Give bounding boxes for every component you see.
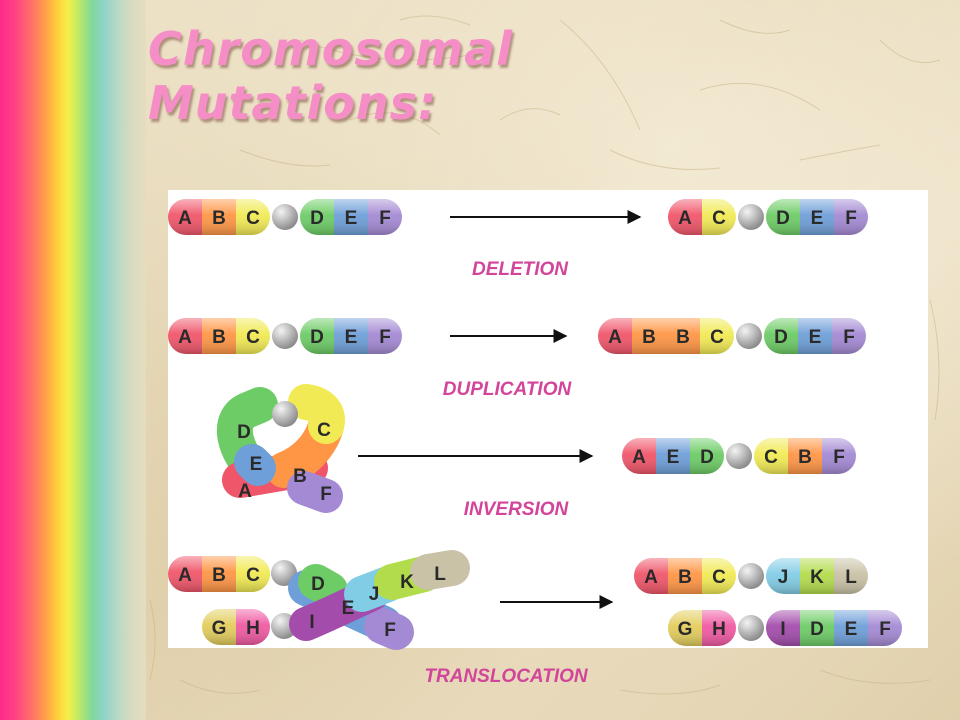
gene-label: A [178,327,192,348]
gene-label: H [246,618,260,639]
gene-label: A [632,447,646,468]
gene-label: I [780,619,785,640]
inversion-loop-gene: D [237,422,251,443]
gene-label: L [845,567,857,588]
translocation-cross-gene: E [342,598,355,619]
inversion-loop-chromosome: D C E B A F [216,384,345,513]
translocation-cross-gene: K [400,572,414,593]
gene-label: E [811,208,824,229]
inversion-loop-gene: F [320,484,332,505]
centromere [726,443,752,469]
gene-label: C [246,565,260,586]
gene-label: E [845,619,858,640]
gene-label: C [246,327,260,348]
gene-label: B [212,565,226,586]
translocation-cross-gene: D [311,574,325,595]
inversion-loop-gene: B [293,466,307,487]
rainbow-stripe [0,0,146,720]
gene-label: B [678,567,692,588]
gene-label: G [212,618,227,639]
gene-label: D [776,208,790,229]
gene-label: D [774,327,788,348]
gene-label: B [212,208,226,229]
title-line-2: Mutations: [148,76,438,130]
gene-label: E [345,208,358,229]
gene-label: C [246,208,260,229]
gene-label: G [678,619,693,640]
gene-label: A [178,565,192,586]
translocation-cross-gene: I [309,612,314,633]
gene-label: E [809,327,822,348]
deletion-label: DELETION [472,259,569,280]
gene-label: J [778,567,789,588]
inversion-loop-gene: C [317,420,331,441]
gene-label: C [712,567,726,588]
gene-label: A [608,327,622,348]
gene-label: C [710,327,724,348]
centromere [738,615,764,641]
centromere [736,323,762,349]
gene-label: H [712,619,726,640]
centromere [738,204,764,230]
centromere [738,563,764,589]
translocation-cross-gene: J [369,584,380,605]
gene-label: A [644,567,658,588]
gene-label: E [667,447,680,468]
centromere [272,323,298,349]
gene-label: B [676,327,690,348]
gene-label: E [345,327,358,348]
translocation-cross-gene: F [384,620,396,641]
inversion-loop-gene: A [238,481,252,502]
gene-label: F [845,208,857,229]
gene-label: D [810,619,824,640]
centromere [272,204,298,230]
gene-label: B [642,327,656,348]
gene-label: B [212,327,226,348]
title-line-1: Chromosomal [148,22,514,76]
translocation-label: TRANSLOCATION [424,666,589,687]
gene-label: A [678,208,692,229]
gene-label: K [810,567,824,588]
gene-label: C [764,447,778,468]
gene-label: A [178,208,192,229]
gene-label: F [833,447,845,468]
inversion-label: INVERSION [464,499,570,520]
gene-label: D [700,447,714,468]
translocation-cross-gene: L [434,564,446,585]
duplication-label: DUPLICATION [443,379,573,400]
gene-label: F [843,327,855,348]
gene-label: B [798,447,812,468]
gene-label: D [310,327,324,348]
gene-label: F [379,327,391,348]
translocation-cross: D J K L E I F [271,550,470,650]
slide-title: Chromosomal Mutations: [148,22,513,130]
inversion-loop-gene: E [250,454,263,475]
gene-label: F [879,619,891,640]
gene-label: C [712,208,726,229]
gene-label: D [310,208,324,229]
gene-label: F [379,208,391,229]
